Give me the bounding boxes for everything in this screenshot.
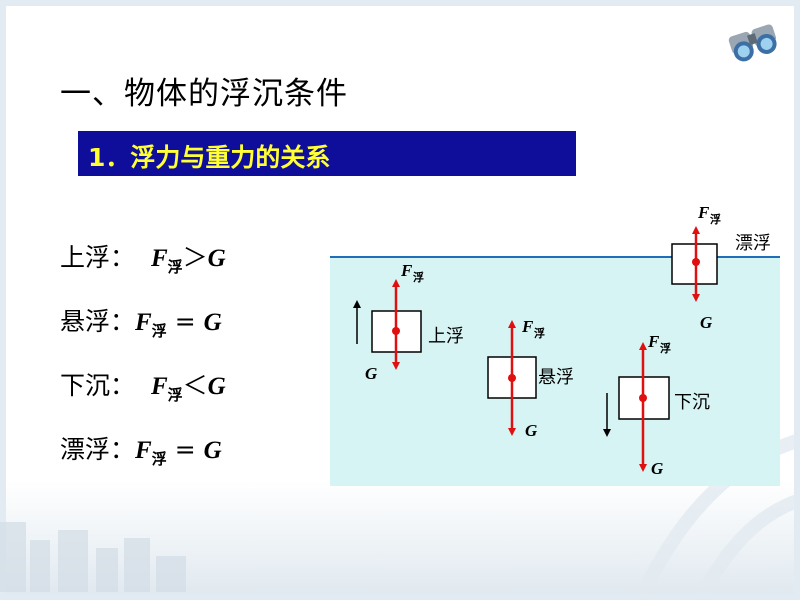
- weight-label: G: [365, 364, 378, 383]
- center-of-mass: [692, 258, 700, 266]
- condition-state: 下沉: [60, 371, 111, 400]
- buoyant-force-symbol: F: [150, 245, 168, 272]
- object-state-label: 漂浮: [735, 233, 771, 254]
- relation-operator: =: [174, 307, 196, 336]
- weight-symbol: G: [203, 437, 222, 464]
- weight-symbol: G: [203, 309, 222, 336]
- center-of-mass: [639, 394, 647, 402]
- section-heading-bar: 1．浮力与重力的关系: [78, 131, 576, 176]
- relation-operator: ＞: [182, 243, 208, 272]
- force-subscript: 浮: [167, 258, 183, 276]
- force-subscript: 浮: [167, 386, 183, 404]
- condition-rise: 上浮： F浮＞G: [60, 238, 226, 276]
- buoyant-force-label: F: [647, 332, 660, 351]
- relation-operator: =: [174, 435, 196, 464]
- object-state-label: 下沉: [674, 392, 710, 413]
- force-subscript: 浮: [151, 322, 167, 340]
- relation-operator: ＜: [182, 371, 208, 400]
- section-heading: 1．浮力与重力的关系: [88, 143, 331, 172]
- condition-colon: ：: [110, 243, 136, 272]
- weight-label: G: [700, 313, 713, 332]
- condition-colon: ：: [110, 307, 136, 336]
- weight-label: G: [651, 459, 664, 478]
- condition-state: 悬浮: [60, 307, 111, 336]
- force-subscript-label: 浮: [413, 270, 424, 284]
- condition-sink: 下沉： F浮＜G: [60, 366, 226, 404]
- buoyant-force-symbol: F: [150, 373, 168, 400]
- weight-symbol: G: [207, 373, 226, 400]
- water-container: [330, 256, 780, 486]
- buoyant-force-label: F: [697, 203, 710, 222]
- floating-object: F 浮 G 漂浮: [671, 203, 771, 332]
- buoyant-force-symbol: F: [135, 309, 152, 336]
- force-subscript-label: 浮: [660, 341, 671, 355]
- condition-suspend: 悬浮：F浮 = G: [60, 302, 222, 340]
- condition-colon: ：: [110, 435, 136, 464]
- page-title: 一、物体的浮沉条件: [60, 76, 348, 112]
- suspended-object: F 浮 G 悬浮: [487, 317, 574, 440]
- sinking-object: F 浮 G 下沉: [603, 332, 710, 478]
- condition-state: 漂浮: [60, 435, 111, 464]
- force-subscript: 浮: [151, 450, 167, 468]
- rising-object: F 浮 G 上浮: [353, 261, 464, 383]
- force-subscript-label: 浮: [534, 326, 545, 340]
- condition-float: 漂浮：F浮 = G: [60, 430, 222, 468]
- condition-state: 上浮: [60, 243, 111, 272]
- object-state-label: 上浮: [428, 326, 464, 347]
- object-state-label: 悬浮: [538, 367, 574, 388]
- buoyant-force-label: F: [521, 317, 534, 336]
- weight-label: G: [525, 421, 538, 440]
- condition-colon: ：: [110, 371, 136, 400]
- buoyant-force-symbol: F: [135, 437, 152, 464]
- binoculars-logo-icon: [728, 24, 777, 62]
- weight-symbol: G: [207, 245, 226, 272]
- buoyant-force-label: F: [400, 261, 413, 280]
- center-of-mass: [392, 327, 400, 335]
- center-of-mass: [508, 374, 516, 382]
- force-subscript-label: 浮: [710, 212, 721, 226]
